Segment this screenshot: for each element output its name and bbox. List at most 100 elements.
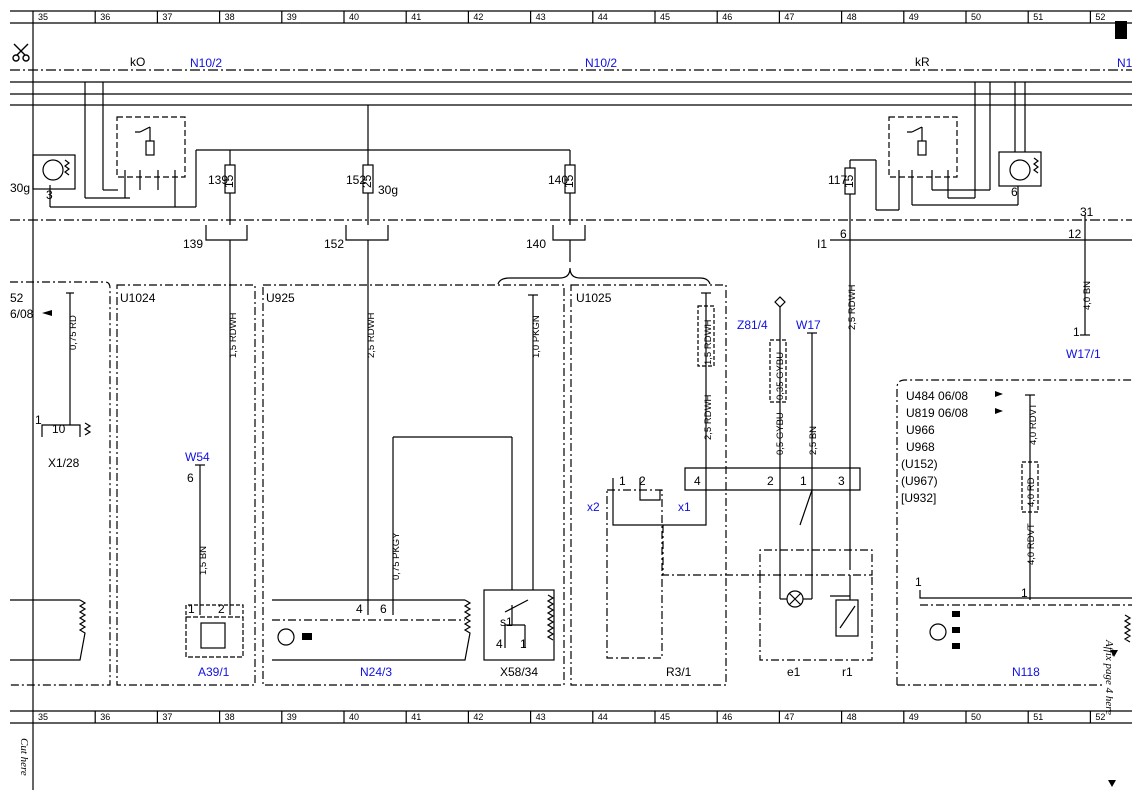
z81-w17-wires bbox=[759, 296, 873, 661]
labels-a39_pin2: 2 bbox=[218, 602, 225, 616]
ruler-column-label: 41 bbox=[411, 12, 421, 22]
labels-n118_pin1a: 1 bbox=[915, 575, 922, 589]
wires-w05gybu: 0,5 GYBU bbox=[775, 412, 786, 455]
labels-u1025: U1025 bbox=[576, 291, 612, 305]
wires-w10pkgn: 1,0 PKGN bbox=[531, 315, 542, 358]
fuse-rating: 25 bbox=[360, 174, 374, 188]
connector-bar bbox=[662, 467, 873, 576]
labels-x2: x2 bbox=[587, 500, 600, 514]
header-n10_2_mid: N10/2 bbox=[585, 56, 617, 70]
wires-w075pkgy: 0,75 PKGY bbox=[391, 532, 402, 580]
ruler-column-label: 40 bbox=[349, 12, 359, 22]
ruler-column-label: 45 bbox=[660, 712, 670, 722]
wires-w15rdwh_a: 1,5 RDWH bbox=[228, 312, 239, 358]
variants-u152: (U152) bbox=[901, 457, 938, 471]
fuse-number: 140 bbox=[548, 173, 568, 187]
variants-u968: U968 bbox=[906, 440, 935, 454]
ruler-column-label: 46 bbox=[722, 12, 732, 22]
labels-conn_pin2: 2 bbox=[767, 474, 774, 488]
header-n1_right: N1 bbox=[1117, 56, 1133, 70]
labels-conn_pin4: 4 bbox=[694, 474, 701, 488]
labels-r3_1: R3/1 bbox=[666, 665, 692, 679]
labels-s1: s1 bbox=[500, 615, 513, 629]
module-u925-box bbox=[262, 284, 565, 686]
labels-u1024: U1024 bbox=[120, 291, 156, 305]
ruler-column-label: 42 bbox=[473, 12, 483, 22]
labels-x58_34: X58/34 bbox=[500, 665, 538, 679]
labels-u52: 52 bbox=[10, 291, 24, 305]
labels-n24_pin4: 4 bbox=[356, 602, 363, 616]
labels-bus_139: 139 bbox=[183, 237, 203, 251]
labels-u925: U925 bbox=[266, 291, 295, 305]
ruler-column-label: 36 bbox=[100, 12, 110, 22]
variants-u966: U966 bbox=[906, 423, 935, 437]
labels-a39_pin1: 1 bbox=[188, 602, 195, 616]
ruler-column-label: 40 bbox=[349, 712, 359, 722]
labels-x58_pin4: 4 bbox=[496, 637, 503, 651]
ruler-column-label: 46 bbox=[722, 712, 732, 722]
fuse-152 bbox=[345, 105, 389, 615]
labels-x1_28_pin10: 10 bbox=[52, 422, 66, 436]
labels-w17_1_pin: 1 bbox=[1073, 325, 1080, 339]
labels-i1: I1 bbox=[817, 237, 827, 251]
fuse-number: 139 bbox=[208, 173, 228, 187]
labels-r1: r1 bbox=[842, 665, 853, 679]
wires-w15rdwh_b: 1,5 RDWH bbox=[703, 319, 714, 365]
wires-w25rdwh_c: 2,5 RDWH bbox=[847, 284, 858, 330]
ruler-column-label: 51 bbox=[1033, 12, 1043, 22]
labels-u52_date: 6/08 bbox=[10, 307, 34, 321]
wires-w40rd: 4,0 RD bbox=[1026, 477, 1037, 507]
ruler-column-label: 48 bbox=[847, 12, 857, 22]
variants-u819: U819 06/08 bbox=[906, 406, 968, 420]
cut-here-note: Cut here bbox=[18, 738, 30, 776]
labels-relay_left_pin: 3 bbox=[46, 188, 53, 202]
ruler-column-label: 52 bbox=[1095, 712, 1105, 722]
variants-u967: (U967) bbox=[901, 474, 938, 488]
wires-w075rd: 0,75 RD bbox=[68, 315, 79, 350]
labels-z81_4: Z81/4 bbox=[737, 318, 768, 332]
wires-w25bn: 2,5 BN bbox=[808, 426, 819, 455]
ruler-column-label: 42 bbox=[473, 712, 483, 722]
affix-page-note: Affix page 4 here bbox=[1103, 639, 1115, 715]
fuse-117 bbox=[830, 160, 1132, 570]
labels-bus_140: 140 bbox=[526, 237, 546, 251]
wires-w40rdvt_a: 4,0 RDVT bbox=[1028, 403, 1039, 445]
ruler-column-label: 43 bbox=[536, 12, 546, 22]
module-n118-box bbox=[896, 379, 1132, 686]
labels-x58_pin1: 1 bbox=[520, 637, 527, 651]
ruler-column-label: 48 bbox=[847, 712, 857, 722]
header-kr: kR bbox=[915, 55, 930, 69]
fuse-140 bbox=[497, 150, 711, 285]
ruler-column-label: 38 bbox=[225, 12, 235, 22]
labels-pin31: 31 bbox=[1080, 205, 1094, 219]
module-u1024-box bbox=[116, 284, 256, 686]
relay-kr bbox=[850, 82, 1026, 211]
variants-u932: [U932] bbox=[901, 491, 936, 505]
labels-w54_pin: 6 bbox=[187, 471, 194, 485]
labels-i1_pin: 6 bbox=[840, 227, 847, 241]
ruler-column-label: 36 bbox=[100, 712, 110, 722]
labels-n118: N118 bbox=[1012, 665, 1040, 679]
fuse-number: 152 bbox=[346, 173, 366, 187]
variants-u484: U484 06/08 bbox=[906, 389, 968, 403]
ruler-column-label: 35 bbox=[38, 712, 48, 722]
fuse-rating: 15 bbox=[842, 174, 856, 188]
ruler-column-label: 41 bbox=[411, 712, 421, 722]
scissors-icon bbox=[12, 43, 30, 62]
ruler-column-label: 37 bbox=[162, 12, 172, 22]
labels-r3_pin2: 2 bbox=[639, 474, 646, 488]
labels-x1_28_pin1: 1 bbox=[35, 413, 42, 427]
ruler-column-label: 52 bbox=[1095, 12, 1105, 22]
labels-w17_1: W17/1 bbox=[1066, 347, 1101, 361]
labels-x1: x1 bbox=[678, 500, 691, 514]
ruler-column-label: 39 bbox=[287, 12, 297, 22]
fuse-139 bbox=[205, 150, 248, 615]
relay-ko bbox=[84, 82, 570, 208]
header-n10_2_left: N10/2 bbox=[190, 56, 222, 70]
wires-w40rdvt_b: 4,0 RDVT bbox=[1026, 523, 1037, 565]
labels-n24_3: N24/3 bbox=[360, 665, 392, 679]
ruler-column-label: 44 bbox=[598, 12, 608, 22]
transistor-right-icon bbox=[998, 151, 1042, 205]
